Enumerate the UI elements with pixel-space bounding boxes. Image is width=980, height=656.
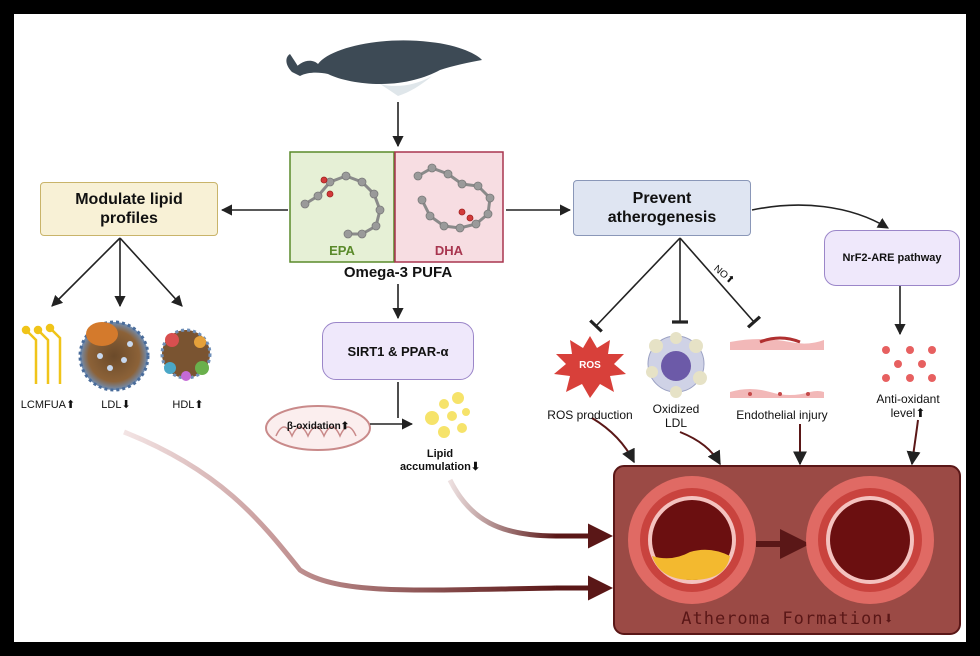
oxidized-ldl-label: Oxidized LDL <box>640 402 712 430</box>
hdl-arrow: ⬆ <box>194 399 204 411</box>
hdl-label: HDL⬆ <box>160 398 216 411</box>
inhibit-endothelial-injury <box>679 237 762 329</box>
ros-badge: ROS <box>579 360 601 371</box>
beta-oxidation-text: β-oxidation <box>286 421 341 432</box>
nrf2-are-box: NrF2-ARE pathway <box>824 230 960 286</box>
flow-lipid-to-atheroma <box>447 478 557 539</box>
antioxidant-label: Anti-oxidant level⬆ <box>860 392 956 420</box>
flow-ldl-to-atheroma <box>123 429 557 593</box>
ldl-label: LDL⬇ <box>88 398 144 411</box>
prevent-atherogenesis-title: Prevent atherogenesis <box>607 190 717 226</box>
vessel-healthy-icon <box>806 476 934 604</box>
beta-oxidation-arrow: ⬆ <box>340 421 350 432</box>
whale-icon <box>286 40 482 96</box>
omega3-title: Omega-3 PUFA <box>343 264 453 281</box>
endothelial-injury-label: Endothelial injury <box>736 408 828 422</box>
prevent-atherogenesis-box: Prevent atherogenesis <box>573 180 751 236</box>
lipid-accumulation-label: Lipid accumulation⬇ <box>390 448 490 474</box>
modulate-lipid-profiles-box: Modulate lipid profiles <box>40 182 218 236</box>
dha-label: DHA <box>434 243 464 258</box>
hdl-particle-icon <box>160 328 212 381</box>
vessel-plaque-icon <box>628 476 756 604</box>
lipid-droplets-icon <box>425 392 470 438</box>
beta-oxidation-label: β-oxidation⬆ <box>270 421 366 432</box>
epa-label: EPA <box>329 243 355 258</box>
ldl-particle-icon <box>78 320 150 392</box>
nrf2-are-title: NrF2-ARE pathway <box>842 252 942 264</box>
arrow-ros-to-atheroma <box>591 417 635 464</box>
dha-molecule-icon <box>413 163 495 233</box>
epa-molecule-icon <box>300 171 385 239</box>
arrow-oxldl-to-atheroma <box>679 431 721 466</box>
oxidized-ldl-line1: Oxidized <box>652 402 700 416</box>
lcmfua-text: LCMFUA <box>20 399 66 411</box>
ros-production-label: ROS production <box>547 408 633 422</box>
lcmfua-lipid-icon <box>21 323 62 384</box>
arrow-to-lcmfua <box>51 237 121 307</box>
endothelial-injury-icon <box>730 336 824 398</box>
ldl-text: LDL <box>101 399 122 411</box>
antioxidant-line2: level <box>890 406 916 420</box>
antioxidant-arrow: ⬆ <box>915 406 926 420</box>
antioxidant-line1: Anti-oxidant <box>876 392 940 406</box>
ldl-arrow: ⬇ <box>121 399 131 411</box>
oxidized-ldl-icon <box>646 332 707 398</box>
lcmfua-label: LCMFUA⬆ <box>10 398 86 411</box>
lipid-accumulation-line1: Lipid <box>426 448 454 460</box>
atheroma-formation-text: Atheroma Formation <box>681 609 884 629</box>
inhibit-ros <box>589 237 681 333</box>
sirt1-ppar-title: SIRT1 & PPAR-α <box>347 343 449 359</box>
hdl-text: HDL <box>172 399 195 411</box>
lipid-accumulation-arrow: ⬇ <box>470 461 481 473</box>
ros-burst-icon <box>554 336 626 398</box>
atheroma-formation-label: Atheroma Formation⬇ <box>640 609 936 629</box>
atheroma-formation-arrow: ⬇ <box>883 609 895 629</box>
lcmfua-arrow: ⬆ <box>66 399 76 411</box>
modulate-lipid-profiles-title: Modulate lipid profiles <box>75 191 183 227</box>
antioxidant-dots-icon <box>882 346 936 382</box>
arrow-to-hdl <box>119 237 183 307</box>
arrow-to-nrf2 <box>751 204 889 229</box>
oxidized-ldl-line2: LDL <box>664 416 687 430</box>
sirt1-ppar-box: SIRT1 & PPAR-α <box>322 322 474 380</box>
mitochondria-icon <box>265 405 371 451</box>
arrow-antiox-to-atheroma <box>906 419 921 466</box>
lipid-accumulation-line2: accumulation <box>399 461 471 473</box>
